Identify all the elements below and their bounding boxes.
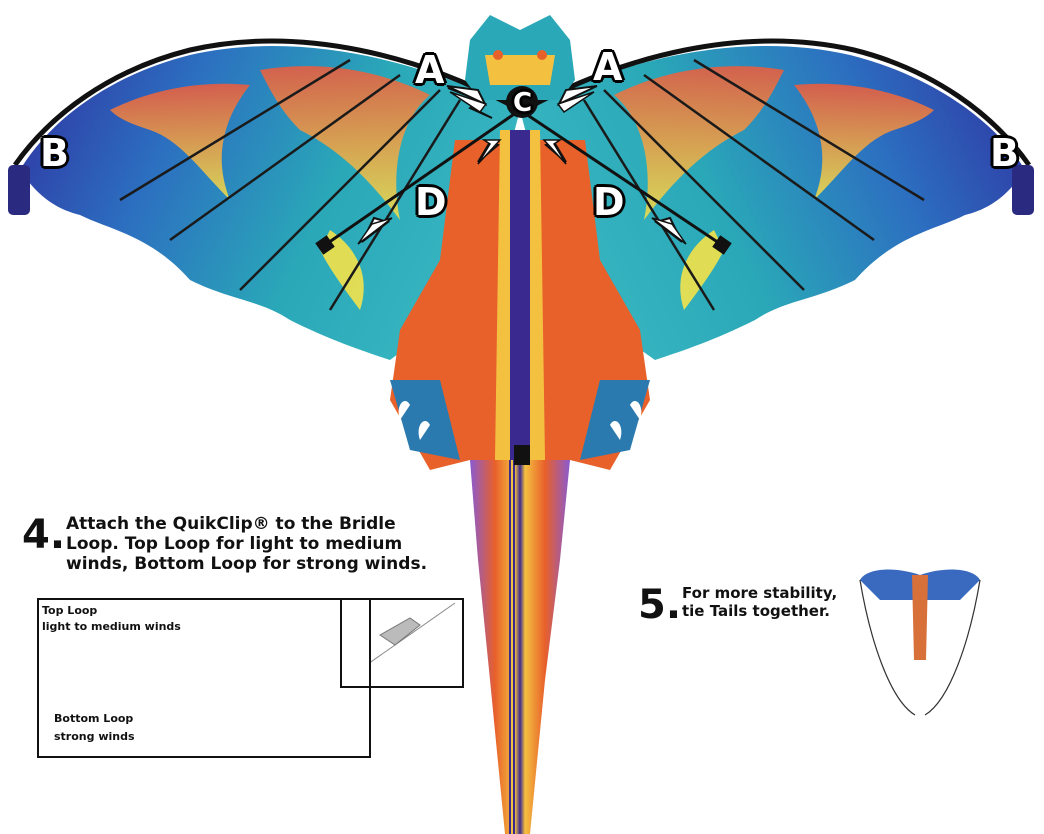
callout-a-left: A: [415, 48, 444, 92]
kite-tail: [470, 460, 570, 834]
top-loop-sub: light to medium winds: [42, 620, 181, 634]
bottom-loop-sub: strong winds: [54, 730, 135, 744]
step5-line1: For more stability,: [682, 584, 837, 602]
step4-number: 4.: [22, 512, 65, 558]
callout-c-center: C: [513, 88, 532, 118]
callout-d-right: D: [593, 180, 625, 224]
top-loop-title: Top Loop: [42, 604, 97, 618]
bottom-loop-title: Bottom Loop: [54, 712, 133, 726]
step4-line1: Attach the QuikClip® to the Bridle: [66, 514, 396, 534]
callout-b-right: B: [990, 131, 1019, 175]
small-kite-illustration: [860, 570, 980, 715]
callout-a-right: A: [593, 45, 622, 89]
step5-line2: tie Tails together.: [682, 602, 830, 620]
callout-b-left: B: [40, 131, 69, 175]
step4-line2: Loop. Top Loop for light to medium: [66, 534, 402, 554]
step5-number: 5.: [638, 582, 681, 628]
step4-line3: winds, Bottom Loop for strong winds.: [66, 554, 427, 574]
quikclip-zoom-box: [340, 598, 464, 688]
callout-d-left: D: [415, 180, 447, 224]
